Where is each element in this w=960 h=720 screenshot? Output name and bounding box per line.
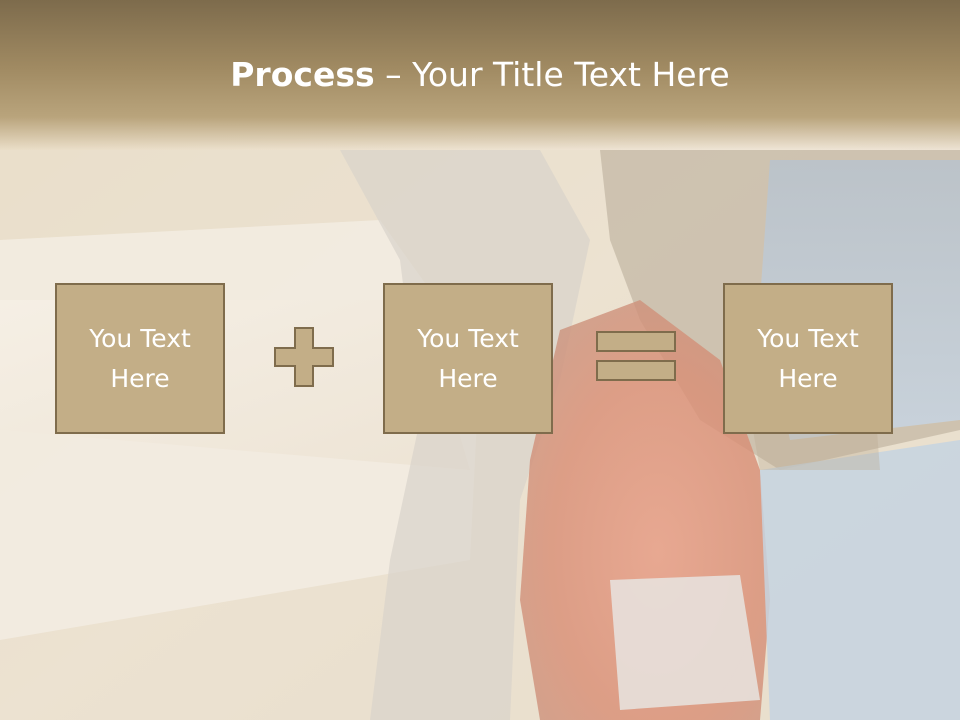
title-rest-text: – Your Title Text Here bbox=[374, 55, 730, 94]
text-box-1: You Text Here bbox=[55, 283, 225, 434]
title-band bbox=[0, 0, 960, 150]
title-bold-text: Process bbox=[230, 55, 375, 94]
text-box-1-label: You Text Here bbox=[89, 323, 191, 393]
plus-icon bbox=[274, 327, 334, 387]
slide-title: Process – Your Title Text Here bbox=[0, 52, 960, 98]
text-box-3: You Text Here bbox=[723, 283, 893, 434]
equals-icon bbox=[596, 331, 676, 381]
text-box-3-label: You Text Here bbox=[757, 323, 859, 393]
text-box-2: You Text Here bbox=[383, 283, 553, 434]
text-box-2-label: You Text Here bbox=[417, 323, 519, 393]
